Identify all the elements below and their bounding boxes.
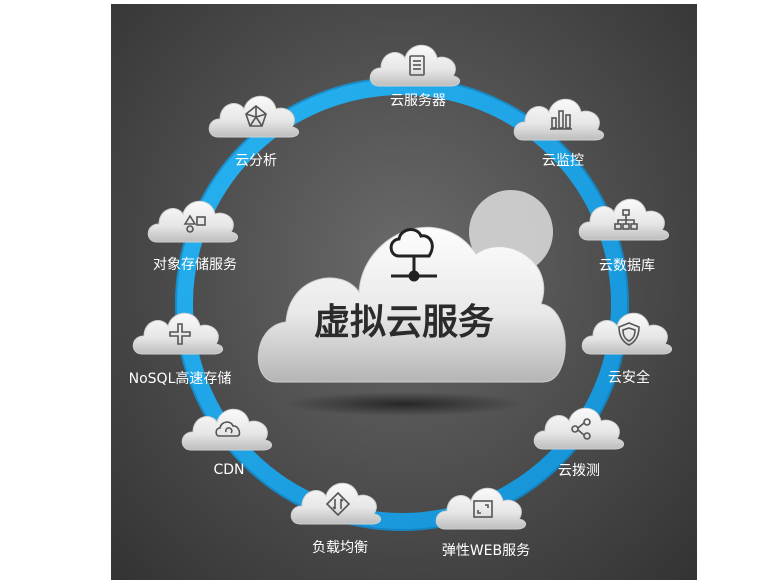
- service-node-label: CDN: [213, 462, 244, 478]
- center-title: 虚拟云服务: [314, 302, 494, 343]
- service-node-label: 弹性WEB服务: [442, 543, 530, 559]
- service-node-label: NoSQL高速存储: [129, 370, 232, 387]
- service-node-label: 云拨测: [558, 463, 600, 479]
- service-node-label: 云数据库: [599, 258, 655, 274]
- bar-chart-icon: [550, 110, 572, 130]
- service-node[interactable]: [578, 198, 669, 241]
- node-cloud: [581, 312, 672, 355]
- service-node-label: 云服务器: [390, 93, 446, 109]
- service-node[interactable]: [369, 44, 460, 87]
- resize-icon: [473, 500, 493, 518]
- service-node-label: 云安全: [608, 369, 650, 386]
- document-icon: [409, 55, 425, 76]
- service-node[interactable]: [147, 200, 238, 243]
- service-node[interactable]: [290, 482, 381, 525]
- central-cloud: 虚拟云服务: [257, 190, 566, 416]
- service-node[interactable]: [513, 98, 604, 141]
- hierarchy-icon: [614, 209, 638, 230]
- shapes-icon: [183, 214, 206, 233]
- service-node[interactable]: [208, 95, 299, 138]
- balance-arrows-icon: [325, 491, 351, 517]
- service-node-label: 云分析: [235, 153, 277, 169]
- cloud-refresh-icon: [215, 421, 241, 437]
- node-cloud: [290, 482, 381, 525]
- shield-icon: [618, 322, 640, 346]
- central-cloud-shape: [257, 226, 566, 383]
- share-icon: [571, 418, 591, 440]
- network-cloud-icon: [389, 228, 437, 282]
- service-node[interactable]: [132, 312, 223, 355]
- node-cloud: [533, 407, 624, 450]
- service-node[interactable]: [435, 487, 526, 530]
- radar-icon: [245, 104, 267, 127]
- node-cloud: [132, 312, 223, 355]
- service-node[interactable]: [581, 312, 672, 355]
- service-node-label: 云监控: [542, 153, 584, 169]
- pipe-icon: [169, 323, 191, 345]
- node-cloud: [435, 487, 526, 530]
- service-node-label: 对象存储服务: [153, 257, 237, 273]
- service-node[interactable]: [181, 408, 272, 451]
- central-cloud-shadow: [284, 392, 524, 416]
- service-node[interactable]: [533, 407, 624, 450]
- diagram-panel: 虚拟云服务 云服务器云监控云数据库云安全云拨测弹性WEB服务 负载均衡 CDN NoS…: [111, 4, 697, 580]
- service-node-label: 负载均衡: [312, 540, 368, 556]
